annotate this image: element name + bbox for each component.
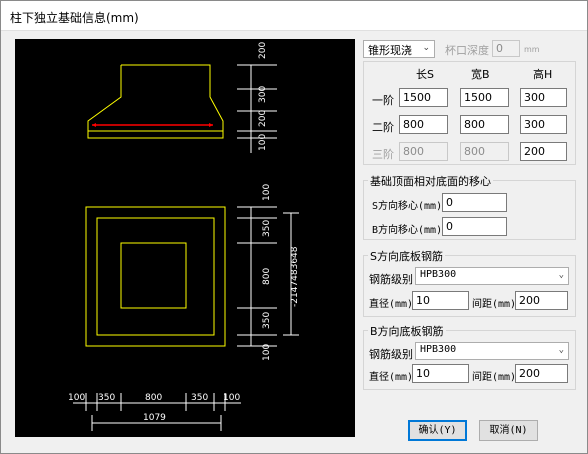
elev-dim-3: 200 [258,110,268,127]
plan-right-total: -2147483648 [290,246,300,307]
s-offset-label: S方向移心(mm) [372,201,443,212]
step1-length-input[interactable]: 1500 [399,88,448,107]
rebar-arrow-left [92,123,96,127]
offset-group-title: 基础顶面相对底面的移心 [368,173,493,189]
header-width-b: 宽B [471,68,490,81]
s-rebar-grade-value: HPB300 [420,269,457,280]
header-length-s: 长S [416,68,434,81]
plan-bottom-dim-1: 100 [68,393,85,403]
chevron-down-icon: ⌄ [558,270,564,280]
step1-label: 一阶 [372,94,394,107]
foundation-type-select[interactable]: 锥形现浇 ⌄ [363,40,435,58]
step2-width-input[interactable]: 800 [460,115,509,134]
chevron-down-icon: ⌄ [422,43,430,53]
plan-right-dim-3: 800 [262,268,272,285]
step1-height-input[interactable]: 300 [520,88,567,107]
b-rebar-dia-input[interactable]: 10 [412,364,469,383]
step1-width-input[interactable]: 1500 [460,88,509,107]
elev-dim-1: 200 [258,42,268,59]
b-rebar-group [363,330,576,390]
elevation-view [87,64,224,139]
s-rebar-spacing-input[interactable]: 200 [515,291,568,310]
pedestal-outline [87,64,224,132]
b-rebar-spacing-input[interactable]: 200 [515,364,568,383]
plan-outer-outline [85,206,226,347]
cup-depth-unit: mm [524,45,540,54]
step3-length-input[interactable]: 800 [399,142,448,161]
confirm-button[interactable]: 确认(Y) [408,420,467,441]
step3-width-input[interactable]: 800 [460,142,509,161]
plan-bottom-dim-lines [73,393,241,431]
plan-right-dim-5: 100 [262,344,272,361]
s-rebar-grade-select[interactable]: HPB300 ⌄ [415,267,569,285]
b-rebar-grade-value: HPB300 [420,344,457,355]
title-bar: 柱下独立基础信息(mm) [1,1,587,31]
b-offset-input[interactable]: 0 [442,217,507,236]
window-title: 柱下独立基础信息(mm) [10,11,139,25]
plan-bottom-dim-4: 350 [191,393,208,403]
header-height-h: 高H [533,68,553,81]
foundation-type-value: 锥形现浇 [368,44,412,57]
step2-label: 二阶 [372,121,394,134]
plan-bottom-total: 1079 [143,413,166,423]
plan-step-outline [96,217,215,336]
plan-right-dim-4: 350 [262,312,272,329]
s-rebar-grade-label: 钢筋级别 [369,273,413,286]
foundation-drawing: 200 300 200 100 [68,42,300,431]
cup-depth-label: 杯口深度 [445,44,489,57]
step3-height-input[interactable]: 200 [520,142,567,161]
plan-right-dim-1: 100 [262,184,272,201]
b-rebar-group-title: B方向底板钢筋 [368,323,446,339]
plan-right-dim-2: 350 [262,220,272,237]
plan-bottom-dim-2: 350 [98,393,115,403]
plan-view [85,206,226,347]
s-offset-input[interactable]: 0 [442,193,507,212]
plan-pedestal-outline [120,242,187,309]
b-rebar-grade-label: 钢筋级别 [369,348,413,361]
s-rebar-spacing-label: 间距(mm) [472,299,517,310]
base-slab-outline [87,130,224,139]
plan-right-dim-lines [237,206,299,347]
cancel-button[interactable]: 取消(N) [479,420,538,441]
b-rebar-dia-label: 直径(mm) [369,372,414,383]
chevron-down-icon: ⌄ [558,345,564,355]
plan-bottom-dim-5: 100 [223,393,240,403]
step2-height-input[interactable]: 300 [520,115,567,134]
plan-bottom-dim-3: 800 [145,393,162,403]
s-rebar-dia-input[interactable]: 10 [412,291,469,310]
b-rebar-spacing-label: 间距(mm) [472,372,517,383]
rebar-arrow-right [209,123,213,127]
drawing-canvas: 200 300 200 100 [15,39,355,437]
s-rebar-group [363,255,576,317]
elevation-dim-lines [237,64,277,153]
b-offset-label: B方向移心(mm) [372,225,443,236]
b-rebar-grade-select[interactable]: HPB300 ⌄ [415,342,569,360]
elev-dim-2: 300 [258,86,268,103]
s-rebar-group-title: S方向底板钢筋 [368,248,445,264]
steps-group [363,61,576,165]
step3-label: 三阶 [372,148,394,161]
step2-length-input[interactable]: 800 [399,115,448,134]
cup-depth-input[interactable]: 0 [492,40,520,57]
elev-dim-4: 100 [258,134,268,151]
s-rebar-dia-label: 直径(mm) [369,299,414,310]
